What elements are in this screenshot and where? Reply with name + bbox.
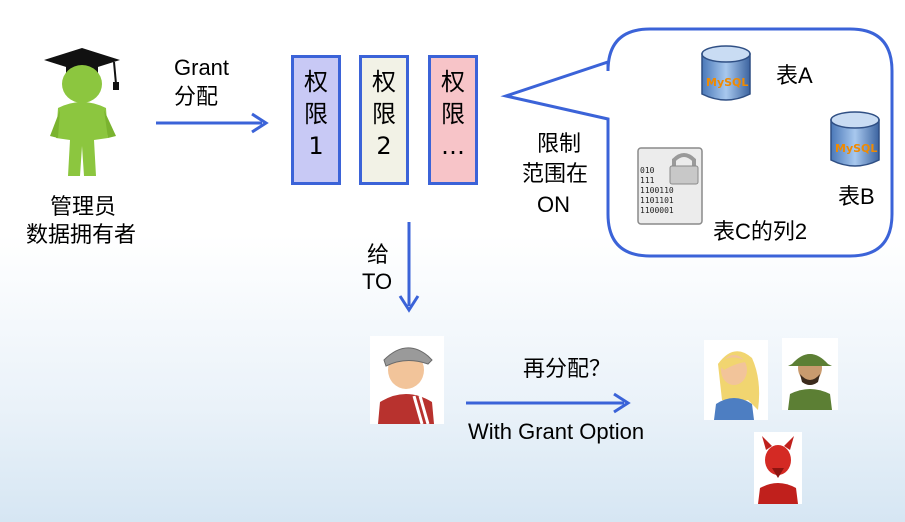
privilege-1-line3: 1 <box>308 132 324 160</box>
scope-line3: ON <box>537 192 570 217</box>
green-hat-person-icon <box>782 338 838 410</box>
privilege-2-line2: 限 <box>372 100 396 128</box>
privilege-3-line2: 限 <box>441 100 465 128</box>
binary-line-4: 1101101 <box>640 196 674 205</box>
binary-line-5: 1100001 <box>640 206 674 215</box>
grant-label-cn: 分配 <box>174 84 219 109</box>
admin-caption-line1: 管理员 <box>50 194 117 219</box>
grant-label: Grant <box>174 55 230 80</box>
admin-person-icon <box>24 28 140 186</box>
table-a-label: 表A <box>776 63 813 88</box>
table-b-label: 表B <box>838 184 875 209</box>
privilege-2-line1: 权 <box>372 68 396 96</box>
scope-bubble <box>500 27 894 258</box>
binary-line-2: 111 <box>640 176 655 185</box>
privilege-3-line3: … <box>441 132 465 160</box>
mysql-logo-b: MySQL <box>835 142 877 155</box>
devil-person-icon <box>754 432 802 504</box>
grantee-person-icon <box>370 336 444 425</box>
admin-caption-line2: 数据拥有者 <box>26 222 137 247</box>
privilege-box-3: 权 限 … <box>428 55 478 185</box>
mysql-database-icon: MySQL <box>701 45 751 101</box>
give-label: 给 <box>367 242 390 267</box>
table-c-column-label: 表C的列2 <box>713 219 808 244</box>
redistribute-arrow <box>466 392 631 414</box>
mysql-logo-a: MySQL <box>706 76 748 89</box>
grant-arrow <box>156 112 269 134</box>
to-label: TO <box>362 269 393 294</box>
with-grant-option-label: With Grant Option <box>468 419 645 444</box>
privilege-2-line3: 2 <box>376 132 392 160</box>
mysql-database-icon: MySQL <box>830 111 880 167</box>
privilege-box-1: 权 限 1 <box>291 55 341 185</box>
binary-line-3: 1100110 <box>640 186 674 195</box>
privilege-1-line2: 限 <box>304 100 328 128</box>
scope-line1: 限制 <box>537 131 582 156</box>
privilege-1-line1: 权 <box>304 68 328 96</box>
give-arrow <box>398 222 420 313</box>
privilege-3-line1: 权 <box>441 68 465 96</box>
blonde-person-icon <box>704 340 768 420</box>
scope-line2: 范围在 <box>522 161 589 186</box>
binary-line-1: 010 <box>640 166 655 175</box>
locked-file-icon: 010 111 1100110 1101101 1100001 <box>636 146 704 226</box>
privilege-box-2: 权 限 2 <box>359 55 409 185</box>
redistribute-label: 再分配？ <box>523 356 612 381</box>
